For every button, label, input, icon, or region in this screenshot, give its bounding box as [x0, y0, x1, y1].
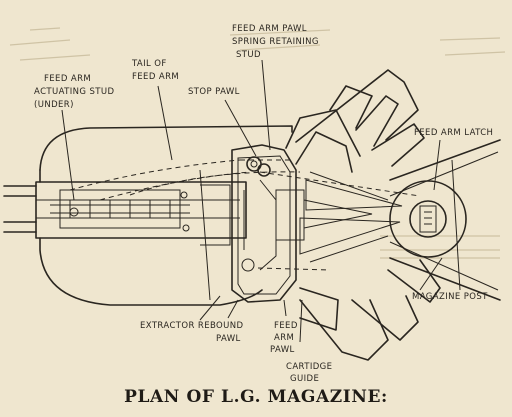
label-feed-arm-actuating-3: (UNDER) [34, 100, 74, 110]
label-feed-arm-pawl-3: PAWL [270, 345, 295, 355]
label-extractor-rebound-2: PAWL [216, 334, 241, 344]
label-feed-arm-actuating-1: FEED ARM [44, 74, 91, 84]
label-magazine-post: MAGAZINE POST [412, 292, 488, 302]
label-feed-arm-pawl-2: ARM [274, 333, 294, 343]
label-cartridge-guide-1: CARTIDGE [286, 362, 332, 372]
pawl-housing [231, 144, 297, 303]
cartridge-block [275, 189, 305, 241]
diagram-title: PLAN OF L.G. MAGAZINE: [124, 387, 388, 407]
magazine-pan [275, 69, 501, 361]
magazine-post-ring [389, 180, 467, 258]
feed-arm-dashed [69, 159, 421, 271]
bleed-through-marks [9, 27, 506, 259]
leader-lines [61, 59, 443, 343]
callout-labels: FEED ARM PAWL SPRING RETAINING STUD TAIL… [34, 24, 493, 384]
label-cartridge-guide-2: GUIDE [290, 374, 319, 384]
label-stop-pawl: STOP PAWL [188, 87, 240, 97]
gun-body [3, 125, 293, 306]
label-feed-arm-pawl-spring-3: STUD [236, 50, 261, 60]
label-feed-arm-pawl-spring-2: SPRING RETAINING [232, 37, 319, 47]
label-feed-arm-actuating-2: ACTUATING STUD [34, 87, 115, 97]
actuating-stud-circle [69, 207, 79, 217]
label-feed-arm-pawl-spring-1: FEED ARM PAWL [232, 24, 307, 34]
label-extractor-rebound-1: EXTRACTOR REBOUND [140, 321, 244, 331]
label-tail-of-feed-arm-2: FEED ARM [132, 72, 179, 82]
label-feed-arm-latch: FEED ARM LATCH [414, 128, 493, 138]
label-tail-of-feed-arm-1: TAIL OF [131, 59, 167, 69]
label-feed-arm-pawl-1: FEED [274, 321, 298, 331]
